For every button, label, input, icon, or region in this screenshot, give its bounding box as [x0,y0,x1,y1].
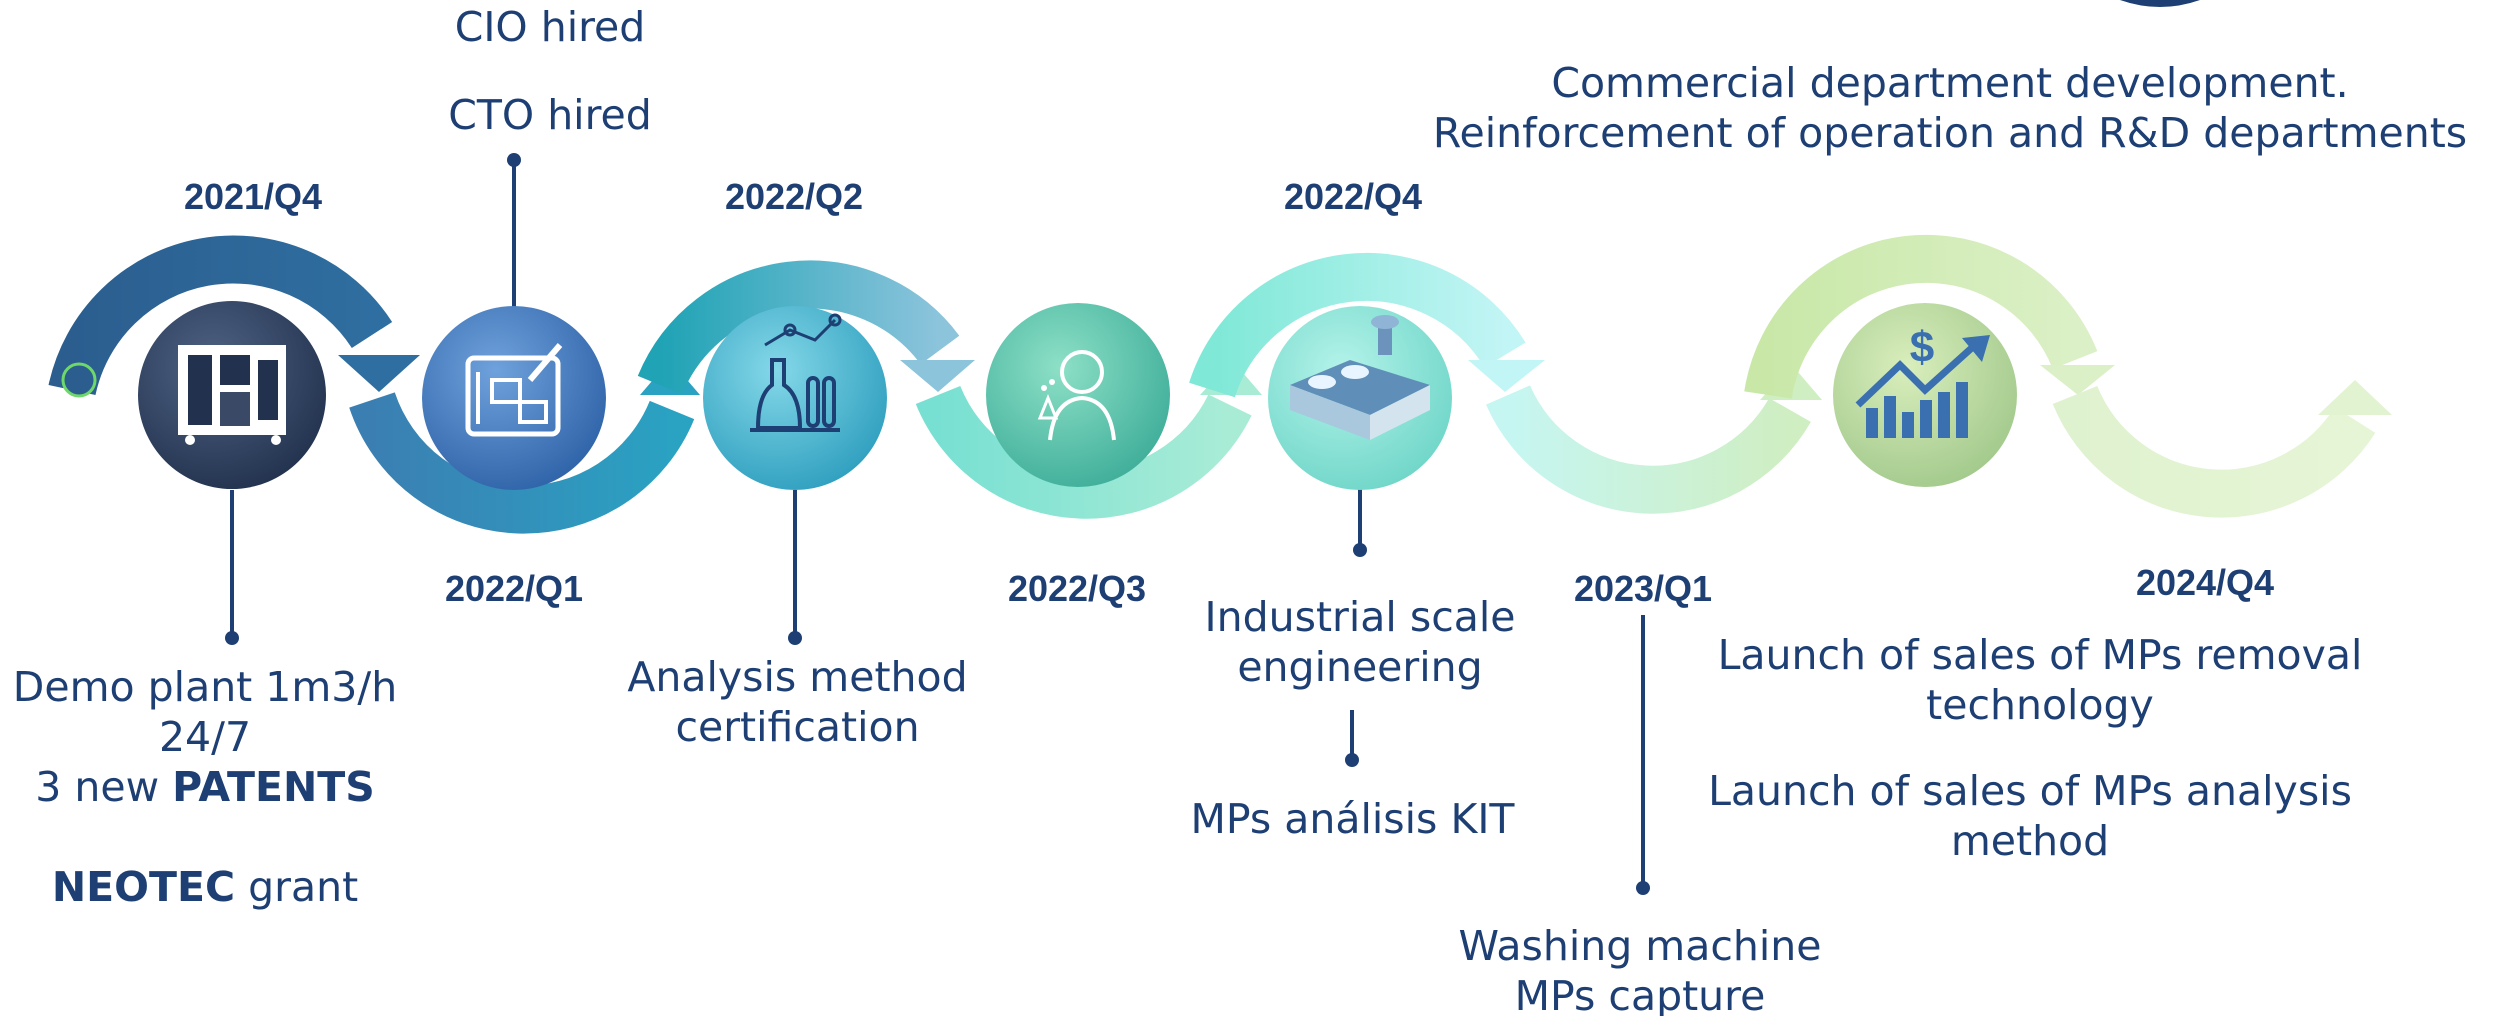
arc-2022-q4 [1189,252,1526,398]
sales-analysis-text: Launch of sales of MPs analysis method [1680,766,2380,866]
sales-growth-icon: $ [1833,303,2017,487]
demo-plant-text: Demo plant 1m3/h 24/7 3 new PATENTS NEOT… [0,662,410,912]
start-dot [61,362,97,398]
arc-2024-q4 [1744,234,2098,399]
commercial-line-2: Reinforcement of operation and R&D depar… [1432,109,2468,157]
quarter-2024-q4: 2024/Q4 [2135,562,2275,603]
washing-line-2: MPs capture [1514,972,1766,1016]
analysis-line-1: Analysis method [627,653,968,701]
connector-lines [230,160,1645,888]
arrow-head [2318,380,2392,415]
washing-line-1: Washing machine [1458,922,1822,970]
arrow-head [1468,360,1545,392]
corner-logo-fragment [2120,0,2200,7]
mps-kit-text: MPs análisis KIT [1190,795,1515,843]
arc-2022-q1 [349,392,695,534]
arc-2021-q4 [48,235,393,396]
commercial-development: Commercial department development. Reinf… [1410,58,2490,158]
patents-bold: PATENTS [172,763,375,811]
quarter-2021-q4: 2021/Q4 [183,176,323,217]
neotec-rest: grant [235,863,359,911]
sales-removal-line-1: Launch of sales of MPs removal [1717,631,2363,679]
arrow-head [900,360,975,392]
arrow-head [2040,365,2115,395]
quarter-2022-q4: 2022/Q4 [1283,176,1423,217]
lab-flask-icon [703,306,887,490]
neotec-grant: NEOTEC grant [0,862,410,912]
sales-removal-line-2: technology [1926,681,2154,729]
analysis-method-text: Analysis method certification [600,652,995,752]
water-plant-icon [1268,306,1452,490]
arc-2022-q2 [637,260,960,395]
blueprint-icon [422,306,606,490]
sales-removal-text: Launch of sales of MPs removal technolog… [1690,630,2390,730]
industrial-line-1: Industrial scale [1204,593,1516,641]
connector-dots [225,153,1650,895]
sales-analysis-line-2: method [1950,817,2110,865]
demo-line-1: Demo plant 1m3/h [12,663,398,711]
arc-2023-q1 [1486,384,1811,514]
neotec-bold: NEOTEC [51,863,236,911]
washing-machine-text: Washing machine MPs capture [1440,921,1840,1016]
demo-line-2: 24/7 [158,713,252,761]
arc-2022-q3 [915,385,1252,519]
commercial-line-1: Commercial department development. [1551,59,2349,107]
industrial-scale-text: Industrial scale engineering [1175,592,1545,692]
industrial-line-2: engineering [1237,643,1483,691]
scientist-icon [986,303,1170,487]
arc-final [2052,385,2376,518]
quarter-2022-q1: 2022/Q1 [444,568,584,609]
quarter-2023-q1: 2023/Q1 [1573,568,1713,609]
cto-hired: CTO hired [448,91,652,139]
cio-hired: CIO hired [454,3,646,51]
svg-text:$: $ [1910,323,1934,372]
demo-line-3: 3 new PATENTS [0,762,410,812]
quarter-2022-q3: 2022/Q3 [1007,568,1147,609]
quarter-2022-q2: 2022/Q2 [724,176,864,217]
demo-plant-icon [138,301,326,489]
demo-patents-prefix: 3 new [35,763,173,811]
arrow-head [338,355,420,392]
analysis-line-2: certification [675,703,920,751]
sales-analysis-line-1: Launch of sales of MPs analysis [1708,767,2352,815]
